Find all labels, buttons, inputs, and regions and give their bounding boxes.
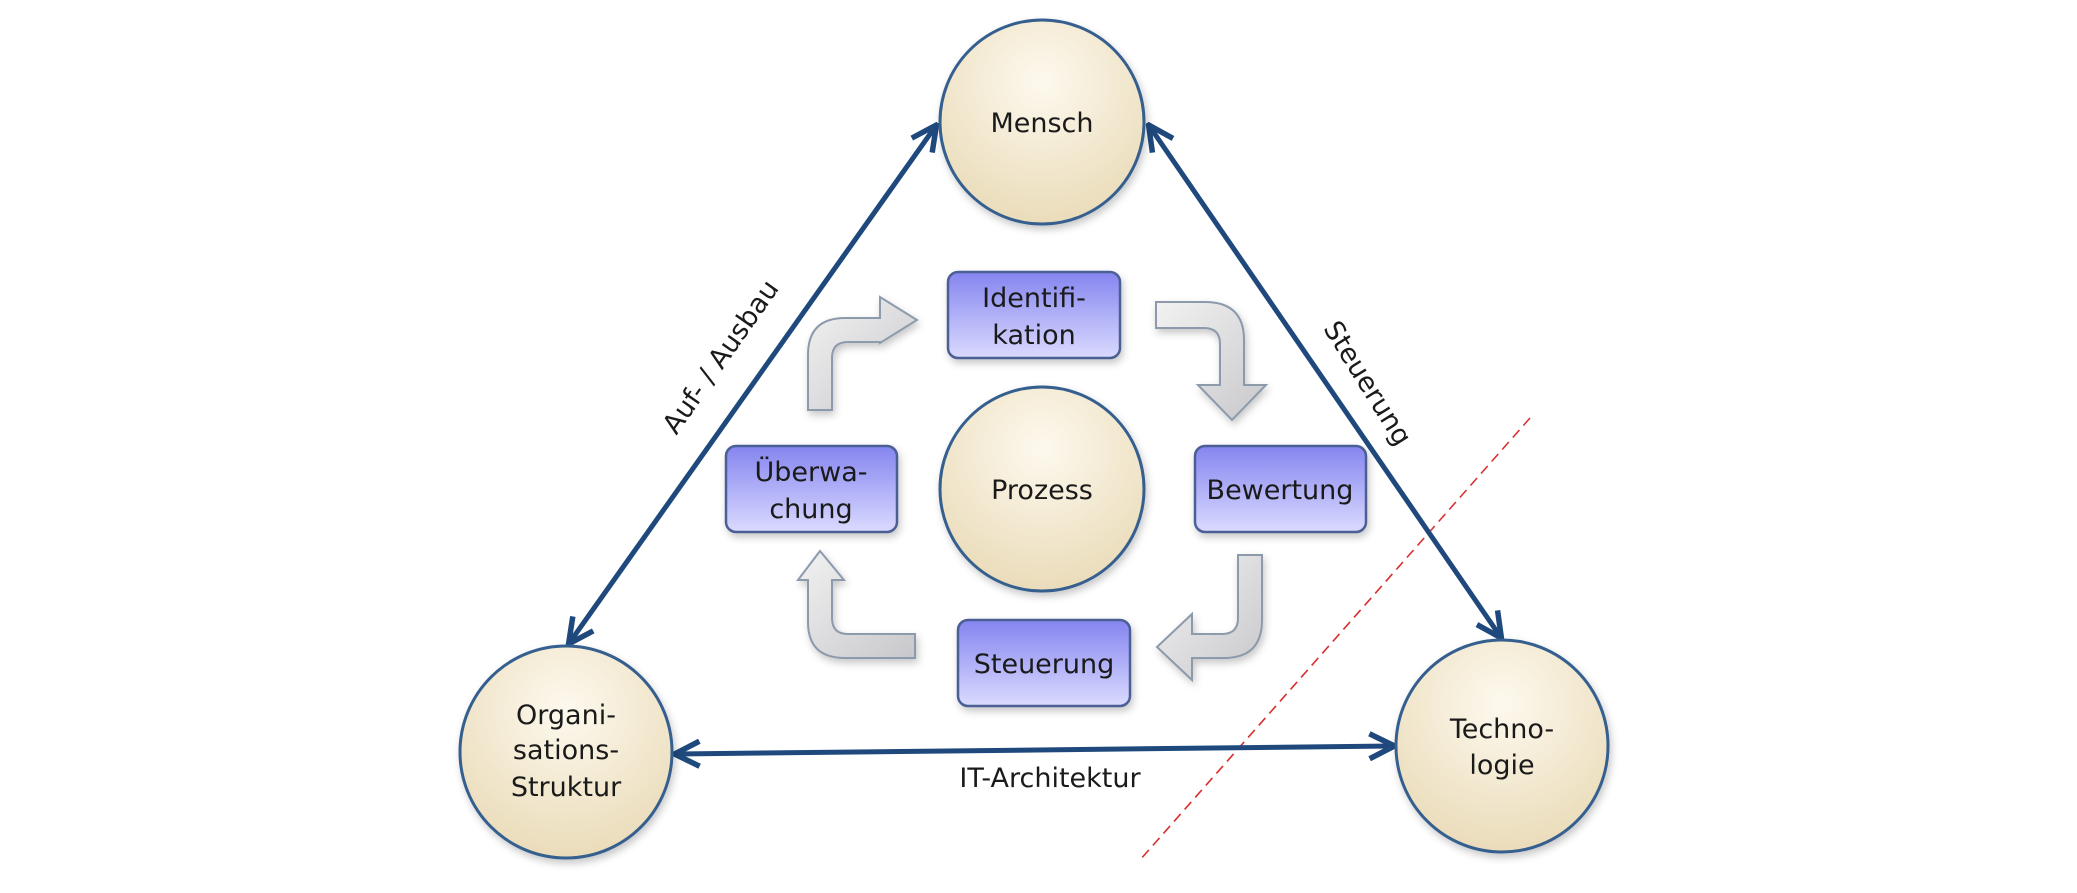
box-identifikation-label-2: kation [992,320,1075,351]
box-identifikation: Identifi- kation [946,270,1122,360]
box-ueberwachung-label-1: Überwa- [755,456,868,488]
edge-label-bottom: IT-Architektur [959,763,1141,794]
cycle-arrow-top-left [807,295,919,411]
cycle-arrow-bottom-left [795,549,916,659]
edge-label-left: Auf- / Ausbau [657,274,786,439]
box-identifikation-label-1: Identifi- [982,283,1086,314]
edge-label-right: Steuerung [1317,316,1418,452]
node-technologie-label-1: Techno- [1449,714,1554,745]
cycle-arrow-top-right [1155,301,1269,422]
node-mensch-label: Mensch [990,108,1093,139]
node-organisation: Organi- sations- Struktur [458,644,674,860]
edge-mensch-organisation [570,127,935,642]
node-mensch: Mensch [938,18,1146,226]
box-steuerung: Steuerung [956,618,1132,708]
node-prozess: Prozess [938,385,1146,593]
box-bewertung-label: Bewertung [1207,475,1354,506]
node-technologie-label-2: logie [1469,750,1534,781]
node-technologie: Techno- logie [1394,638,1610,854]
box-bewertung: Bewertung [1193,444,1368,534]
edge-organisation-technologie [677,746,1392,754]
box-ueberwachung-label-2: chung [769,494,852,525]
node-organisation-label-3: Struktur [511,772,622,803]
node-prozess-label: Prozess [991,475,1093,506]
box-ueberwachung: Überwa- chung [724,444,899,534]
node-organisation-label-1: Organi- [516,700,616,731]
cycle-arrow-bottom-right [1155,554,1263,683]
box-steuerung-label: Steuerung [974,649,1115,680]
edge-mensch-technologie [1150,127,1500,636]
node-organisation-label-2: sations- [513,735,619,766]
